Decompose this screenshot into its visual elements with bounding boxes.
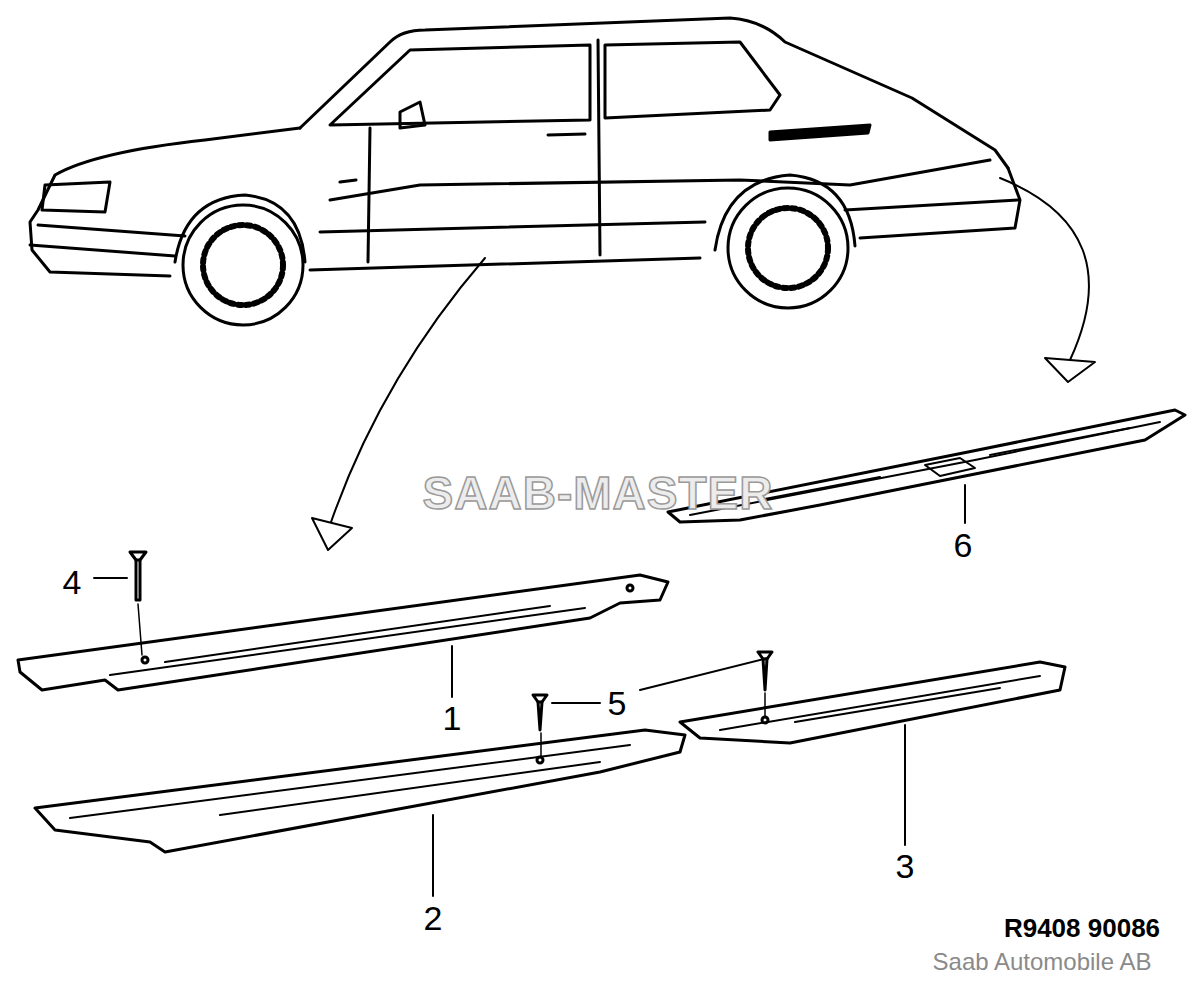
figure-code: R9408 90086 [1004, 915, 1160, 941]
callout-number: 3 [896, 849, 915, 883]
callout-number: 1 [443, 701, 462, 735]
copyright-note: Saab Automobile AB [933, 950, 1152, 974]
watermark: SAAB-MASTER [423, 470, 774, 516]
callout-number: 4 [63, 565, 82, 599]
callout-number: 2 [424, 901, 443, 935]
callout-number: 6 [954, 528, 973, 562]
callout-number: 5 [608, 686, 627, 720]
